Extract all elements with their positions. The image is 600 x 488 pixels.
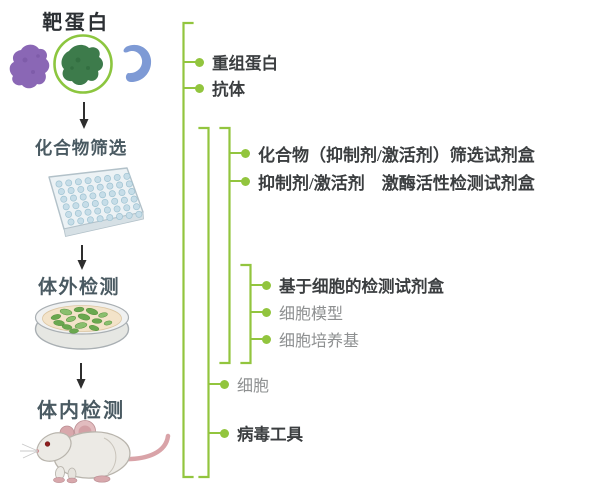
bullet-dot-icon <box>262 334 271 344</box>
bullet-dot-icon <box>220 428 229 438</box>
branch-item-label: 病毒工具 <box>237 425 303 444</box>
stage-label-in-vivo: 体内检测 <box>37 400 125 422</box>
bullet-dot-icon <box>262 307 271 317</box>
branch-item-label: 细胞 <box>237 378 270 395</box>
branch-item-cell: 细胞 <box>209 374 270 395</box>
branch-item-label: 基于细胞的检测试剂盒 <box>279 277 444 296</box>
branch-item-recombinant-protein: 重组蛋白 <box>184 52 278 73</box>
branch-connector <box>209 382 221 386</box>
branch-connector <box>251 283 263 287</box>
branch-connector <box>230 151 242 155</box>
branch-item-antibody: 抗体 <box>184 78 245 99</box>
stage-label-compound-screening: 化合物筛选 <box>34 138 128 158</box>
branch-item-label: 抗体 <box>212 80 245 99</box>
blue-protein-icon <box>123 44 152 82</box>
green-protein-icon <box>53 34 113 94</box>
green-circle-highlight <box>53 34 113 94</box>
branch-connector <box>251 337 263 341</box>
branch-item-cell-model: 细胞模型 <box>251 302 344 323</box>
bullet-dot-icon <box>241 148 250 158</box>
arrow-down-icon <box>77 245 87 270</box>
purple-protein-icon <box>9 44 50 89</box>
branch-item-compound-screening-kit: 化合物（抑制剂/激活剂）筛选试剂盒 <box>230 143 535 165</box>
bullet-dot-icon <box>195 83 204 93</box>
branch-connector <box>209 431 221 435</box>
mouse-icon <box>20 420 171 484</box>
branch-connector <box>251 310 263 314</box>
bracket-kits <box>219 126 231 365</box>
well-plate-icon <box>48 167 144 237</box>
arrow-down-icon <box>76 363 86 389</box>
branch-connector <box>184 60 196 64</box>
branch-item-label: 细胞培养基 <box>279 333 360 350</box>
bullet-dot-icon <box>262 280 271 290</box>
branch-item-label: 抑制剂/激活剂 激酶活性检测试剂盒 <box>258 173 535 193</box>
branch-item-cell-based-assay-kit: 基于细胞的检测试剂盒 <box>251 275 444 296</box>
branch-item-cell-culture-medium: 细胞培养基 <box>251 329 360 350</box>
branch-item-label: 重组蛋白 <box>212 54 278 73</box>
branch-connector <box>184 86 196 90</box>
stage-label-target-protein: 靶蛋白 <box>42 12 110 34</box>
bullet-dot-icon <box>195 57 204 67</box>
bullet-dot-icon <box>241 176 250 186</box>
petri-dish-icon <box>34 300 130 350</box>
bracket-secondary <box>198 126 210 479</box>
bracket-cell <box>240 263 252 365</box>
branch-item-kinase-activity-kit: 抑制剂/激活剂 激酶活性检测试剂盒 <box>230 171 535 193</box>
stage-label-in-vitro: 体外检测 <box>37 277 121 298</box>
arrow-down-icon <box>79 102 89 129</box>
cell-colonies <box>50 306 113 334</box>
bullet-dot-icon <box>220 379 229 389</box>
bracket-main <box>182 21 194 479</box>
branch-item-label: 细胞模型 <box>279 306 344 323</box>
branch-item-label: 化合物（抑制剂/激活剂）筛选试剂盒 <box>258 145 535 165</box>
branch-connector <box>230 179 242 183</box>
branch-item-virus-tools: 病毒工具 <box>209 423 303 444</box>
